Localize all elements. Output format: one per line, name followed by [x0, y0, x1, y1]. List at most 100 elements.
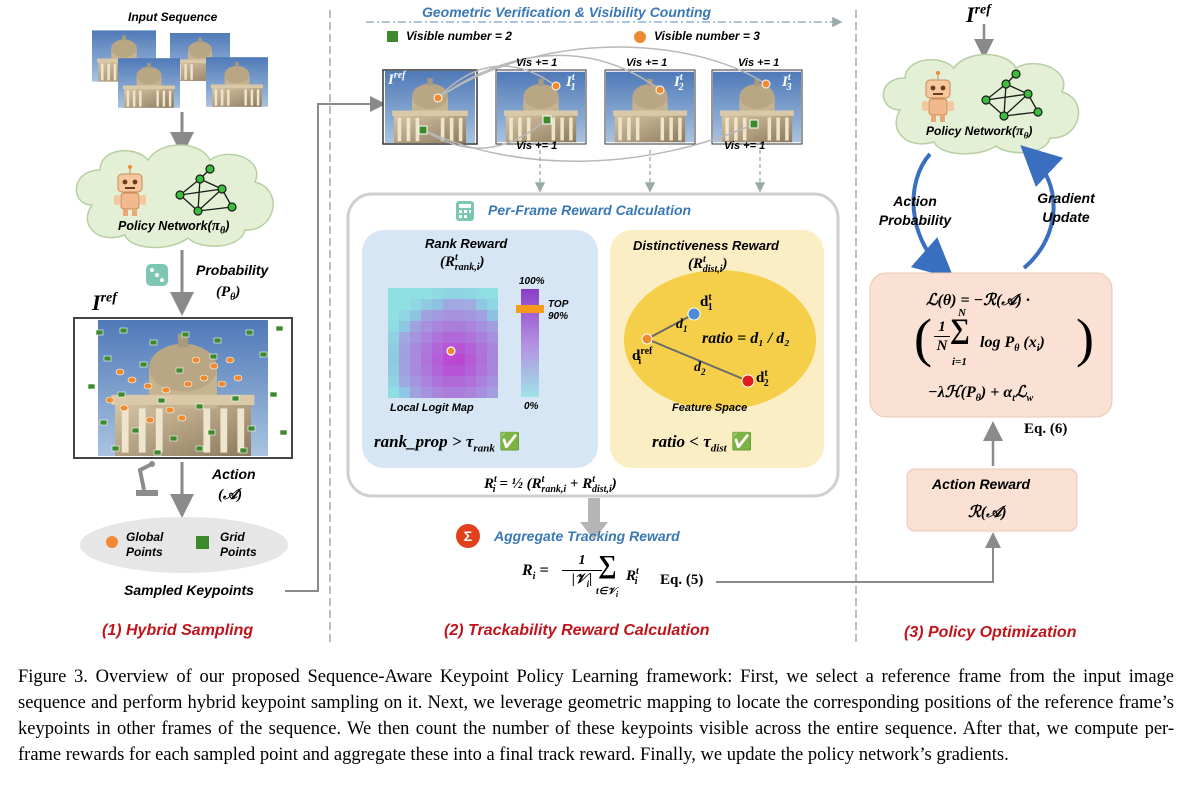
logit-cell [454, 321, 465, 332]
figure-caption: Figure 3. Overview of our proposed Seque… [18, 667, 1174, 765]
vis-plus-4: Vis += 1 [516, 140, 558, 152]
logit-cell [399, 310, 410, 321]
panel3-title: (3) Policy Optimization [904, 624, 1077, 641]
dist-reward-title: Distinctiveness Reward [633, 238, 779, 253]
loss-frac-top: 1 [934, 318, 950, 337]
top-label: TOP [548, 299, 569, 310]
arrow-action-probability [910, 152, 954, 279]
logit-cell [465, 343, 476, 354]
logit-cell [410, 343, 421, 354]
sigma-icon: Σ [456, 524, 480, 548]
aggregate-fraction: 1|𝒱i| [562, 552, 602, 593]
logit-cell [476, 299, 487, 310]
dist-formula-sup: t [703, 254, 706, 265]
policy-pi: π [211, 218, 220, 234]
logit-cell [399, 321, 410, 332]
dist-formula-sub: dist,i [702, 264, 723, 275]
logit-cell [465, 387, 476, 398]
logit-cell [410, 365, 421, 376]
logit-cell [476, 332, 487, 343]
global-point [199, 374, 209, 382]
logit-cell [443, 376, 454, 387]
logit-cell [410, 288, 421, 299]
dist-formula-text: (R [688, 256, 703, 272]
vis-plus-5: Vis += 1 [724, 140, 766, 152]
arrow-eq5-to-action-reward [716, 532, 1001, 583]
loss-log: log Pθ (xi) [980, 334, 1045, 355]
input-sequence-label: Input Sequence [128, 10, 218, 24]
grid-point [95, 329, 104, 336]
logit-cell [487, 376, 498, 387]
vis-plus-3: Vis += 1 [738, 57, 780, 69]
visible3-icon [634, 31, 646, 43]
logit-cell [476, 354, 487, 365]
grid-point [239, 447, 248, 454]
loss-log-text: log P [980, 334, 1015, 351]
eq5-text: Eq. (5) [660, 572, 704, 588]
loss-line3-b: ) + α [980, 384, 1013, 401]
frame-label-2: It2 [674, 72, 684, 93]
geo-title: Geometric Verification & Visibility Coun… [422, 4, 712, 20]
global-point [165, 406, 175, 414]
logit-cell [454, 343, 465, 354]
logit-cell [421, 332, 432, 343]
logit-cell [421, 376, 432, 387]
logit-cell [465, 354, 476, 365]
policy-network-cloud [75, 144, 274, 249]
logit-cell [410, 332, 421, 343]
global-point-icon [106, 536, 118, 548]
global-point [127, 376, 137, 384]
panel1-title: (1) Hybrid Sampling [102, 622, 254, 639]
global-point [143, 382, 153, 390]
grid-point [279, 429, 288, 436]
rank-condition: rank_prop > τrank ✅ [374, 432, 520, 454]
sampled-keypoints-label: Sampled Keypoints [124, 582, 254, 598]
action-reward-label: Action Reward [932, 476, 1031, 492]
local-logit-label: Local Logit Map [390, 402, 474, 414]
grid-points-label: Grid Points [220, 530, 257, 559]
loss-line1: ℒ(θ) = −ℛ(𝒜) · [926, 292, 1030, 309]
iref-label-panel3: Iref [966, 2, 991, 28]
aggregate-title: Aggregate Tracking Reward [494, 528, 680, 544]
logit-cell [476, 310, 487, 321]
pct0-label: 0% [524, 401, 539, 412]
grid-point-icon [196, 536, 209, 549]
gradient-update-label: Gradient Update [1037, 190, 1095, 225]
frame-label-3-letter: I [782, 74, 788, 90]
p-theta-sub: θ [230, 292, 236, 303]
grid-point [131, 427, 140, 434]
logit-cell [388, 299, 399, 310]
logit-cell [443, 321, 454, 332]
logit-cell [432, 332, 443, 343]
rank-cond-sub: rank [473, 442, 495, 455]
global-point [145, 416, 155, 424]
ratio-equation: ratio = d₁ / d₂ [702, 330, 790, 347]
iref-label-panel1: Iref [92, 290, 117, 316]
logit-cell [421, 288, 432, 299]
logit-cell [476, 365, 487, 376]
frame-label-1: It1 [566, 72, 576, 93]
grid-point [117, 391, 126, 398]
global-point [119, 404, 129, 412]
action-label: Action [212, 466, 256, 482]
ref-feature-point [641, 333, 653, 345]
logit-cell [388, 354, 399, 365]
logit-cell [410, 299, 421, 310]
pct100-label: 100% [519, 276, 545, 287]
logit-cell [443, 310, 454, 321]
logit-cell [432, 343, 443, 354]
frame-label-3: It3 [782, 72, 792, 93]
loss-paren-right: ) [1076, 308, 1094, 368]
logit-cell [432, 365, 443, 376]
grid-point [181, 331, 190, 338]
logit-cell [399, 299, 410, 310]
logit-cell [421, 321, 432, 332]
eq5-label: Eq. (5) [660, 572, 703, 589]
check-icon-dist: ✅ [730, 432, 753, 451]
global-point [191, 356, 201, 364]
frame-label-2-sup: t [679, 72, 683, 83]
logit-cell [443, 387, 454, 398]
d1-feature-point [687, 307, 701, 321]
feature-space-label: Feature Space [672, 402, 748, 414]
logit-cell [432, 321, 443, 332]
